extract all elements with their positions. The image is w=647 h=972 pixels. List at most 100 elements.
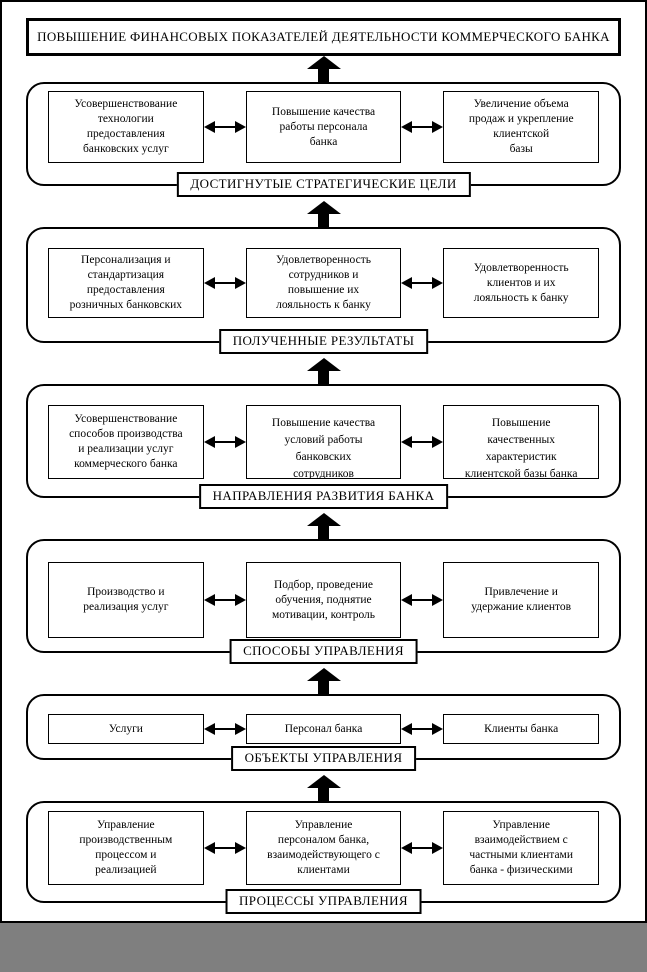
tier-row: Усовершенствование способов производства… <box>28 405 619 479</box>
node-text: Управление производственным процессом и … <box>79 819 173 876</box>
up-arrow-head <box>306 513 341 526</box>
node-text: Удовлетворенность клиентов и их лояльнос… <box>473 261 569 304</box>
arrow-left-head <box>203 594 215 606</box>
arrow-line <box>412 728 433 730</box>
node-box: Привлечение и удержание клиентов <box>443 562 600 638</box>
tier-label: ПОЛУЧЕННЫЕ РЕЗУЛЬТАТЫ <box>218 329 429 354</box>
up-arrow-stem <box>318 526 329 539</box>
double-arrow-icon <box>401 723 444 735</box>
up-arrow-head <box>306 56 341 69</box>
node-text: Усовершенствование способов производства… <box>69 413 183 470</box>
arrow-line <box>214 126 235 128</box>
arrow-right-head <box>234 121 246 133</box>
arrow-left-head <box>401 277 413 289</box>
node-text: Клиенты банка <box>484 722 559 735</box>
node-box: Производство и реализация услуг <box>48 562 204 638</box>
arrow-left-head <box>401 723 413 735</box>
up-arrow-stem <box>318 681 329 694</box>
tier-management-objects: Услуги Персонал банка Клиенты банка ОБЪЕ… <box>26 694 621 771</box>
double-arrow-icon <box>401 121 444 133</box>
tier-management-methods: Производство и реализация услуг Подбор, … <box>26 539 621 664</box>
arrow-left-head <box>203 842 215 854</box>
arrow-left-head <box>203 436 215 448</box>
node-box: Персонал банка <box>245 714 402 744</box>
up-arrow-head <box>306 358 341 371</box>
tier-row: Управление производственным процессом и … <box>28 811 619 885</box>
node-box: Удовлетворенность клиентов и их лояльнос… <box>443 248 600 318</box>
tier-row: Услуги Персонал банка Клиенты банка <box>28 714 619 744</box>
double-arrow-icon <box>401 436 444 448</box>
node-box: Усовершенствование способов производства… <box>48 405 204 479</box>
double-arrow-icon <box>401 594 444 606</box>
arrow-right-head <box>432 436 444 448</box>
arrow-right-head <box>234 594 246 606</box>
double-arrow-icon <box>203 842 246 854</box>
bottom-gray-bar <box>0 923 647 972</box>
double-arrow-icon <box>401 277 444 289</box>
node-text: Управление взаимодействием с частными кл… <box>469 819 573 876</box>
node-text: Привлечение и удержание клиентов <box>471 586 572 613</box>
arrow-left-head <box>203 121 215 133</box>
node-box: Управление взаимодействием с частными кл… <box>443 811 600 885</box>
arrow-line <box>214 728 235 730</box>
node-box: Удовлетворенность сотрудников и повышени… <box>245 248 402 318</box>
up-arrow-head <box>306 668 341 681</box>
arrow-line <box>412 847 433 849</box>
arrow-right-head <box>234 277 246 289</box>
double-arrow-icon <box>203 723 246 735</box>
up-arrow-stem <box>318 371 329 384</box>
node-text: Повышение качественных характеристик кли… <box>464 417 578 479</box>
up-arrow-icon <box>306 358 342 384</box>
arrow-right-head <box>432 594 444 606</box>
double-arrow-icon <box>401 842 444 854</box>
arrow-line <box>214 282 235 284</box>
double-arrow-icon <box>203 436 246 448</box>
node-box: Увеличение объема продаж и укрепление кл… <box>443 91 600 163</box>
tier-label: ДОСТИГНУТЫЕ СТРАТЕГИЧЕСКИЕ ЦЕЛИ <box>176 172 471 197</box>
arrow-left-head <box>203 723 215 735</box>
tier-development-directions: Усовершенствование способов производства… <box>26 384 621 509</box>
arrow-right-head <box>234 842 246 854</box>
arrow-right-head <box>432 121 444 133</box>
tier-strategic-goals: Усовершенствование технологии предоставл… <box>26 82 621 197</box>
node-text: Увеличение объема продаж и укрепление кл… <box>468 98 574 155</box>
node-text: Подбор, проведение обучения, поднятие мо… <box>271 578 376 621</box>
up-arrow-head <box>306 775 341 788</box>
node-text: Производство и реализация услуг <box>83 586 169 613</box>
node-box: Управление персоналом банка, взаимодейст… <box>245 811 402 885</box>
tier-management-processes: Управление производственным процессом и … <box>26 801 621 914</box>
up-arrow-icon <box>306 513 342 539</box>
tier-label: ОБЪЕКТЫ УПРАВЛЕНИЯ <box>230 746 417 771</box>
arrow-left-head <box>401 842 413 854</box>
arrow-right-head <box>432 723 444 735</box>
arrow-left-head <box>401 436 413 448</box>
arrow-left-head <box>203 277 215 289</box>
arrow-line <box>412 126 433 128</box>
double-arrow-icon <box>203 121 246 133</box>
node-text: Повышение качества условий работы банков… <box>271 417 376 479</box>
node-text: Управление персоналом банка, взаимодейст… <box>267 819 380 876</box>
node-box: Услуги <box>48 714 204 744</box>
arrow-line <box>214 441 235 443</box>
up-arrow-stem <box>318 788 329 801</box>
up-arrow-icon <box>306 775 342 801</box>
node-box: Управление производственным процессом и … <box>48 811 204 885</box>
up-arrow-icon <box>306 56 342 82</box>
tier-row: Персонализация и стандартизация предоста… <box>28 248 619 318</box>
node-box: Персонализация и стандартизация предоста… <box>48 248 204 318</box>
up-arrow-head <box>306 201 341 214</box>
arrow-line <box>412 282 433 284</box>
arrow-line <box>412 441 433 443</box>
tier-row: Производство и реализация услуг Подбор, … <box>28 562 619 638</box>
arrow-right-head <box>234 436 246 448</box>
arrow-line <box>214 847 235 849</box>
arrow-line <box>412 599 433 601</box>
up-arrow-icon <box>306 201 342 227</box>
arrow-line <box>214 599 235 601</box>
up-arrow-icon <box>306 668 342 694</box>
up-arrow-stem <box>318 214 329 227</box>
node-text: Услуги <box>108 722 143 735</box>
node-text: Повышение качества работы персонала банк… <box>271 105 376 148</box>
diagram-title: ПОВЫШЕНИЕ ФИНАНСОВЫХ ПОКАЗАТЕЛЕЙ ДЕЯТЕЛЬ… <box>26 18 621 56</box>
node-box: Повышение качества работы персонала банк… <box>245 91 402 163</box>
